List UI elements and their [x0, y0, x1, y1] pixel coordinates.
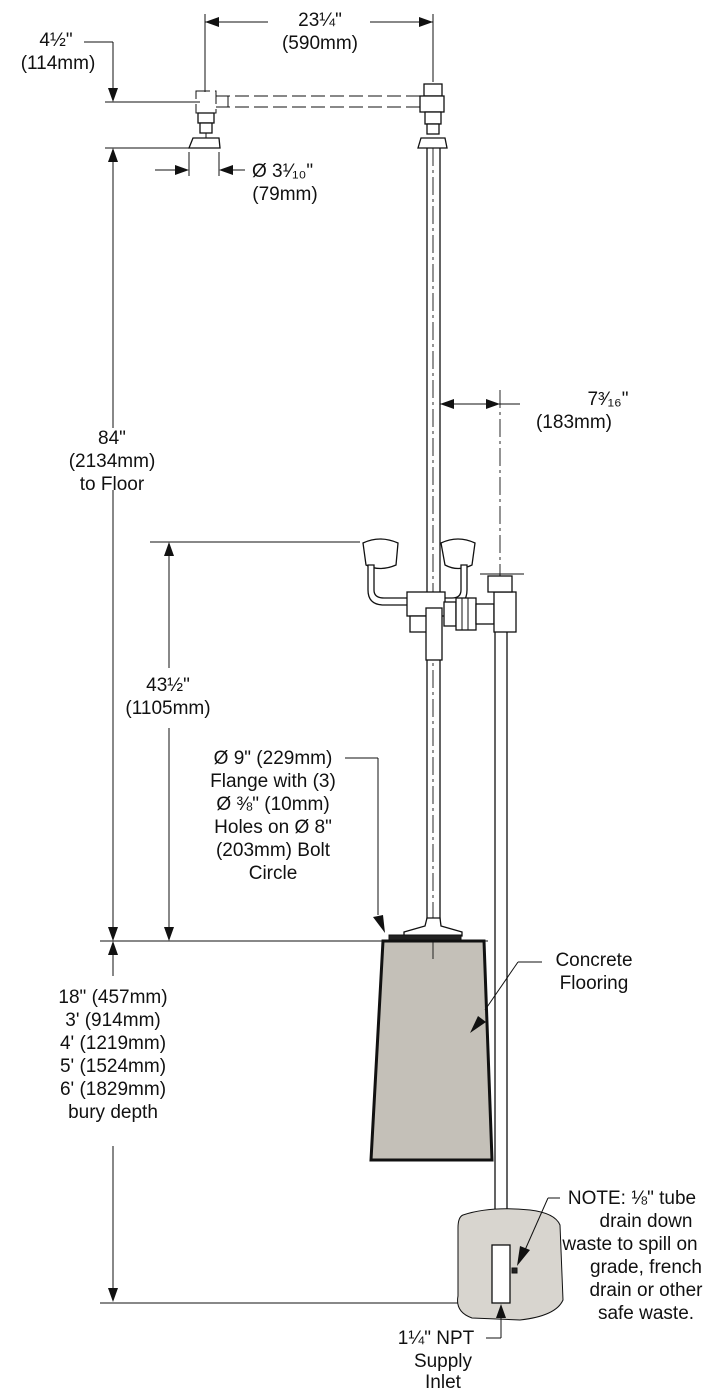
note-line-6: safe waste.	[598, 1303, 694, 1324]
eyewash-height-dimension: 43½" (1105mm)	[125, 541, 360, 941]
bury-depth-dimension: 18" (457mm) 3' (914mm) 4' (1219mm) 5' (1…	[58, 941, 488, 1304]
height-to-floor-dimension: 84" (2134mm) to Floor	[69, 148, 156, 941]
note-line-4: grade, french	[590, 1257, 702, 1278]
offset-imperial: 7³⁄₁₆"	[588, 389, 629, 410]
offset-dimension: 7³⁄₁₆" (183mm)	[440, 389, 628, 590]
note-line-2: drain down	[600, 1211, 693, 1232]
note-line-3: waste to spill on	[561, 1234, 697, 1255]
drain-note-callout: NOTE: ⅛" tube drain down waste to spill …	[517, 1188, 703, 1324]
bury-depth-line-1: 18" (457mm)	[58, 987, 167, 1008]
note-line-1: NOTE: ⅛" tube	[568, 1188, 696, 1209]
shower-head-main	[417, 83, 448, 149]
bury-depth-line-2: 3' (914mm)	[65, 1010, 160, 1031]
head-spacing-metric: (590mm)	[282, 33, 358, 54]
concrete-footing	[369, 939, 494, 1162]
shower-head-dashed	[188, 90, 420, 149]
flange-line-2: Flange with (3)	[210, 771, 336, 792]
bury-depth-line-4: 5' (1524mm)	[60, 1056, 166, 1077]
flange-line-4: Holes on Ø 8"	[214, 817, 332, 838]
gravel-bed	[457, 1208, 564, 1321]
flange-line-1: Ø 9" (229mm)	[214, 748, 333, 769]
concrete-line-1: Concrete	[555, 950, 632, 971]
head-drop-dimension: 4½" (114mm)	[21, 30, 200, 149]
head-spacing-imperial: 23¼"	[298, 10, 342, 31]
supply-line-2: Supply	[414, 1351, 473, 1372]
flange-line-6: Circle	[249, 863, 298, 884]
main-pipe	[426, 148, 441, 960]
height-imperial: 84"	[98, 428, 126, 449]
flange-line-3: Ø ⅜" (10mm)	[216, 794, 329, 815]
bury-depth-line-3: 4' (1219mm)	[60, 1033, 166, 1054]
head-drop-metric: (114mm)	[21, 53, 96, 74]
supply-line-3: Inlet	[425, 1372, 462, 1390]
supply-inlet-callout: 1¼" NPT Supply Inlet	[398, 1304, 506, 1390]
base-flange	[388, 917, 463, 941]
flange-line-5: (203mm) Bolt	[216, 840, 331, 861]
bury-depth-line-6: bury depth	[68, 1102, 158, 1123]
head-diameter-dimension: Ø 3¹⁄₁₀" (79mm)	[155, 152, 318, 205]
bury-depth-line-5: 6' (1829mm)	[60, 1079, 166, 1100]
concrete-line-2: Flooring	[560, 973, 629, 994]
supply-line-1: 1¼" NPT	[398, 1328, 475, 1349]
eyewash-assembly	[362, 538, 517, 661]
supply-pipe	[480, 573, 524, 1304]
height-reference: to Floor	[80, 474, 145, 495]
head-diameter-metric: (79mm)	[252, 184, 317, 205]
concrete-callout: Concrete Flooring	[470, 950, 633, 1033]
head-spacing-dimension: 23¼" (590mm)	[204, 10, 434, 92]
head-diameter-imperial: Ø 3¹⁄₁₀"	[252, 161, 313, 182]
offset-metric: (183mm)	[536, 412, 612, 433]
flange-callout: Ø 9" (229mm) Flange with (3) Ø ⅜" (10mm)…	[210, 748, 385, 933]
eyewash-height-metric: (1105mm)	[125, 698, 210, 719]
head-drop-imperial: 4½"	[39, 30, 72, 51]
eyewash-height-imperial: 43½"	[146, 675, 190, 696]
note-line-5: drain or other	[589, 1280, 703, 1301]
height-metric: (2134mm)	[69, 451, 156, 472]
